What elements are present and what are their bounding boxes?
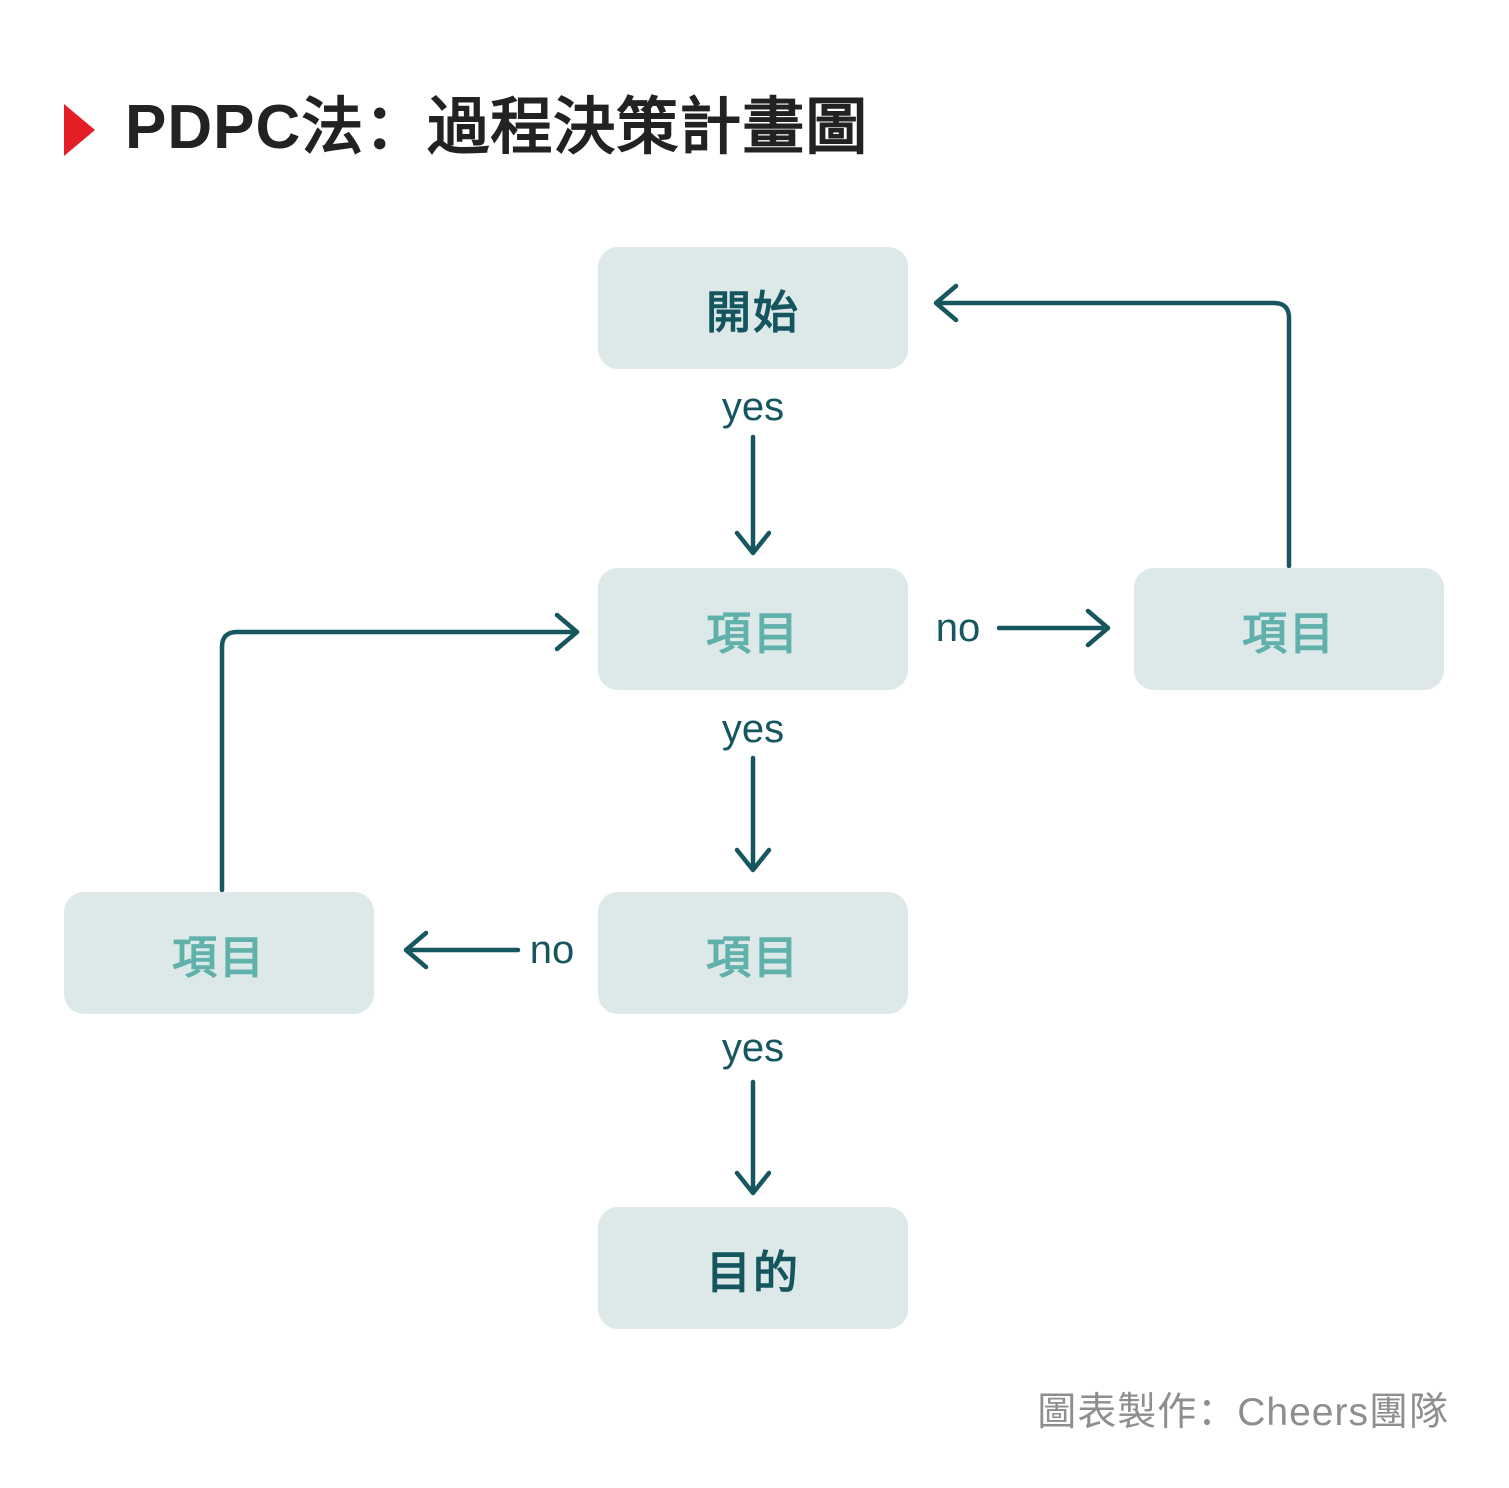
node-item-branch-right-label: 項目 bbox=[1241, 607, 1336, 659]
node-item-upper: 項目 bbox=[598, 568, 908, 690]
node-item-lower: 項目 bbox=[598, 892, 908, 1014]
node-item-branch-right: 項目 bbox=[1134, 568, 1444, 690]
credit-text: 圖表製作：Cheers團隊 bbox=[1037, 1391, 1449, 1434]
page-title: PDPC法：過程決策計畫圖 bbox=[125, 93, 869, 162]
node-item-branch-left: 項目 bbox=[64, 892, 374, 1014]
arrowhead-down-2 bbox=[734, 847, 772, 873]
edge-label-no-1: no bbox=[935, 606, 981, 650]
edge-left-loop-to-item-upper bbox=[219, 629, 575, 893]
edge-label-yes-1: yes bbox=[721, 385, 785, 429]
edge-label-yes-2: yes bbox=[721, 707, 785, 751]
node-goal: 目的 bbox=[598, 1207, 908, 1329]
edge-label-no-2: no bbox=[529, 928, 575, 972]
node-start: 開始 bbox=[598, 247, 908, 369]
arrowhead-right-1 bbox=[1085, 608, 1111, 648]
arrowhead-down-3 bbox=[734, 1170, 772, 1196]
edge-label-yes-3: yes bbox=[721, 1026, 785, 1070]
node-item-upper-label: 項目 bbox=[705, 607, 800, 659]
node-start-label: 開始 bbox=[705, 286, 800, 338]
edge-right-loop-to-start bbox=[938, 300, 1292, 569]
node-item-branch-left-label: 項目 bbox=[171, 931, 266, 983]
arrowhead-left-1 bbox=[403, 930, 429, 970]
arrowhead-left-2 bbox=[933, 283, 959, 323]
arrowhead-right-2 bbox=[554, 612, 580, 652]
red-play-triangle-icon bbox=[64, 103, 95, 156]
node-item-lower-label: 項目 bbox=[705, 931, 800, 983]
arrowhead-down-1 bbox=[734, 530, 772, 556]
title-row: PDPC法：過程決策計畫圖 bbox=[64, 92, 868, 163]
node-goal-label: 目的 bbox=[705, 1246, 800, 1298]
